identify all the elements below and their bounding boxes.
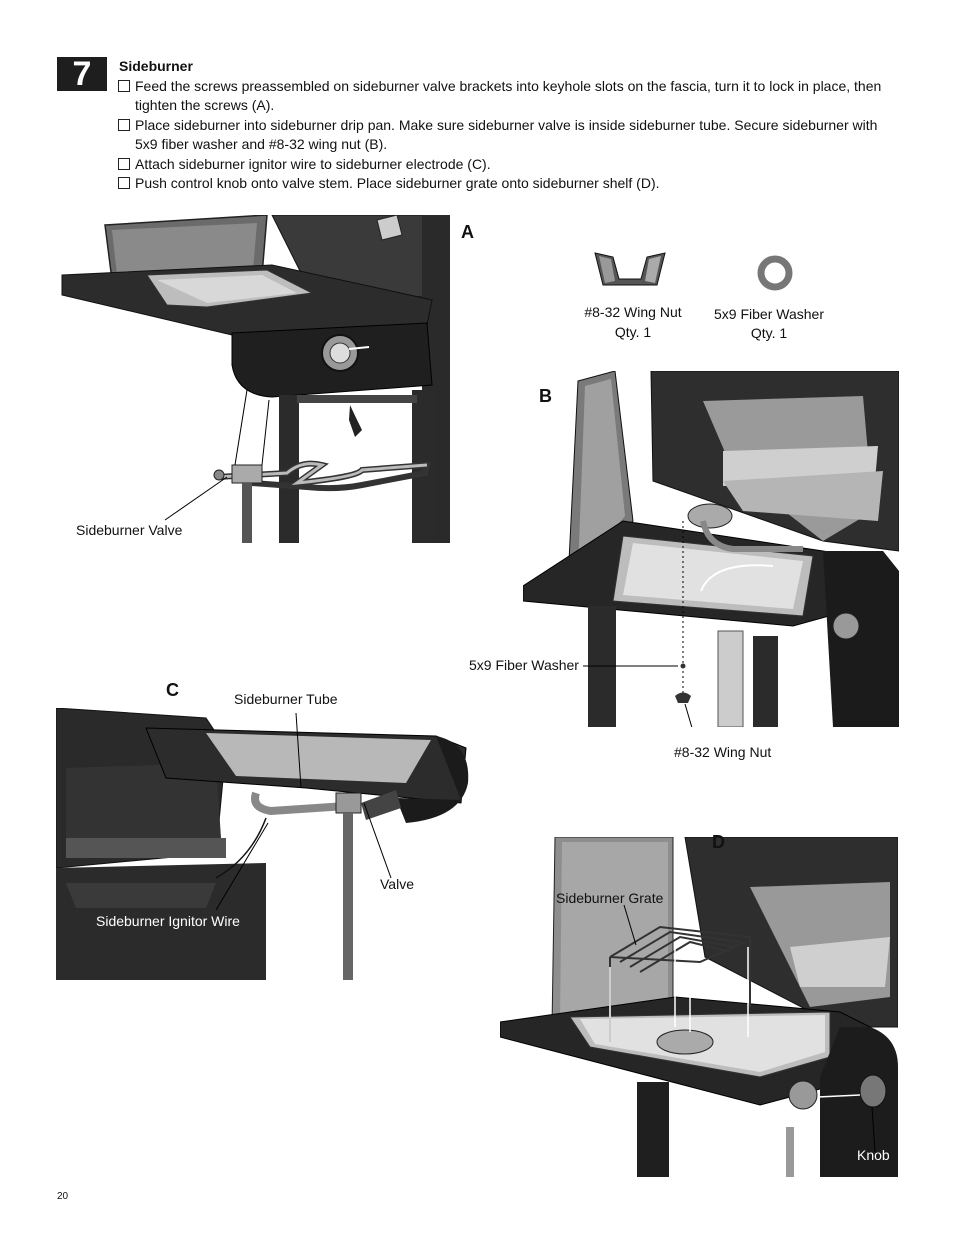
instruction-text: Push control knob onto valve stem. Place… [135, 175, 660, 191]
instruction-text-cont: tighten the screws (A). [135, 97, 275, 113]
fiber-washer-icon [757, 255, 793, 291]
figure-d-letter: D [712, 832, 725, 852]
checkbox-icon [118, 158, 130, 170]
checkbox-icon [118, 177, 130, 189]
part-washer-qty: Qty. 1 [750, 325, 788, 341]
callout-sideburner-valve: Sideburner Valve [76, 522, 183, 538]
callout-sideburner-tube: Sideburner Tube [234, 691, 338, 707]
figure-c-illustration [56, 708, 470, 980]
checkbox-icon [118, 80, 130, 92]
figure-c-letter: C [166, 680, 179, 700]
callout-ignitor-wire: Sideburner Ignitor Wire [96, 913, 240, 929]
callout-fiber-washer: 5x9 Fiber Washer [469, 657, 579, 673]
callout-valve: Valve [380, 876, 414, 892]
part-washer-name: 5x9 Fiber Washer [714, 306, 824, 322]
part-wing-nut-name: #8-32 Wing Nut [584, 304, 682, 320]
instruction-text: Feed the screws preassembled on sideburn… [135, 78, 882, 94]
instruction-3: Attach sideburner ignitor wire to sidebu… [118, 155, 898, 174]
figure-a-illustration [57, 215, 450, 543]
instruction-text-cont: 5x9 fiber washer and #8-32 wing nut (B). [135, 136, 388, 152]
instruction-4: Push control knob onto valve stem. Place… [118, 174, 898, 193]
page-number: 20 [57, 1191, 69, 1202]
figure-a-letter: A [461, 222, 474, 242]
figure-b-illustration [523, 371, 899, 727]
instruction-2: Place sideburner into sideburner drip pa… [118, 116, 898, 154]
instruction-text: Attach sideburner ignitor wire to sidebu… [135, 156, 491, 172]
instruction-text: Place sideburner into sideburner drip pa… [135, 117, 878, 133]
checkbox-icon [118, 119, 130, 131]
instruction-1: Feed the screws preassembled on sideburn… [118, 77, 898, 115]
wing-nut-icon [594, 252, 666, 286]
figure-d-illustration [500, 837, 898, 1177]
callout-wing-nut: #8-32 Wing Nut [674, 744, 772, 760]
step-number-badge: 7 [57, 57, 107, 91]
part-wing-nut-qty: Qty. 1 [614, 324, 652, 340]
callout-sideburner-grate: Sideburner Grate [556, 890, 664, 906]
section-title: Sideburner [119, 58, 193, 74]
figure-b-letter: B [539, 386, 552, 406]
callout-knob: Knob [857, 1147, 890, 1163]
